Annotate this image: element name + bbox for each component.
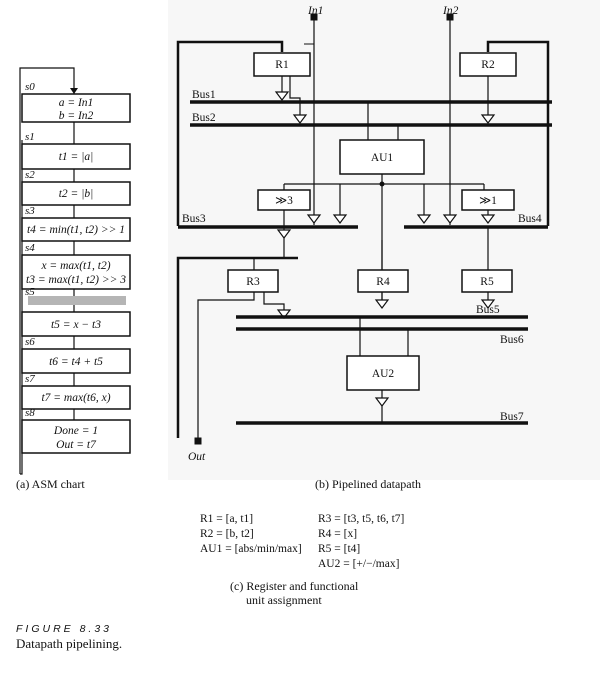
state-box-s5 [21,311,131,337]
bus-label: Bus3 [182,213,206,225]
state-label: s2 [25,169,35,181]
bus-label: Bus5 [476,304,500,316]
arith-unit-au2 [346,355,420,391]
state-line: t1 = |a| [59,151,94,163]
loop-back-line [19,67,75,474]
pipelined-datapath [168,0,600,480]
asm-caption: (a) ASM chart [16,477,85,491]
state-label: s5 [25,286,35,298]
assignment-block: R1 = [a, t1] R2 = [b, t2] AU1 = [abs/min… [200,513,404,607]
state-box-s7 [21,385,131,410]
state-box-s4 [21,254,131,290]
state-box-s8 [21,419,131,454]
assignment-caption: (c) Register and functional [230,579,359,593]
register-r5 [461,269,513,293]
state-s5-empty-highlight [28,296,126,305]
register-label: R3 [246,276,260,288]
register-label: R5 [480,276,494,288]
output-port [194,437,202,445]
assign-right-line: R5 = [t4] [318,543,360,555]
state-line: b = In2 [59,110,94,122]
state-box-s0 [21,93,131,123]
register-r3 [227,269,279,293]
datapath-labels: In1 In2 R1 R2 R3 R4 R5 AU1 AU2 ≫3 ≫1 Bus… [182,5,542,491]
state-line: t5 = x − t3 [51,319,101,331]
state-label: s6 [25,336,35,348]
arith-unit-au1 [339,139,425,175]
assign-right-line: AU2 = [+/−/max] [318,558,399,570]
state-label: s0 [25,81,35,93]
shifter-label: ≫3 [275,195,293,207]
bus-label: Bus2 [192,112,216,124]
state-label: s4 [25,242,35,254]
bus-label: Bus1 [192,89,216,101]
state-line: a = In1 [59,97,94,109]
figure-label: FIGURE 8.33 [16,623,112,635]
unit-label: AU2 [372,368,395,380]
assign-left-line: AU1 = [abs/min/max] [200,543,302,555]
state-box-s3 [21,217,131,242]
register-label: R1 [275,59,289,71]
register-r4 [357,269,409,293]
state-box-s6 [21,348,131,374]
assign-right-line: R3 = [t3, t5, t6, t7] [318,513,404,525]
state-box-s2 [21,181,131,206]
asm-chart: s0 s1 s2 s3 s4 s5 s6 s7 s8 a = In1 b = I… [16,67,131,491]
state-line: t4 = min(t1, t2) >> 1 [27,224,125,236]
input-in1-label: In1 [307,5,323,17]
output-label: Out [188,451,206,463]
assign-left-line: R2 = [b, t2] [200,528,254,540]
assign-left-line: R1 = [a, t1] [200,513,253,525]
assign-right-line: R4 = [x] [318,528,357,540]
state-label: s3 [25,205,35,217]
bus-label: Bus4 [518,213,542,225]
state-box-s1 [21,143,131,170]
state-line: Out = t7 [56,439,97,451]
unit-label: AU1 [371,152,394,164]
datapath-caption: (b) Pipelined datapath [315,477,421,491]
register-label: R2 [481,59,495,71]
assignment-caption: unit assignment [246,593,322,607]
state-line: Done = 1 [53,425,98,437]
state-line: t3 = max(t1, t2) >> 3 [26,274,126,286]
state-label: s7 [25,373,35,385]
state-label: s1 [25,131,35,143]
input-in2-label: In2 [442,5,459,17]
register-label: R4 [376,276,390,288]
state-line: t6 = t4 + t5 [49,356,103,368]
state-line: t2 = |b| [59,188,94,200]
shifter-label: ≫1 [479,195,497,207]
bus-label: Bus7 [500,411,524,423]
state-label: s8 [25,407,35,419]
state-line: t7 = max(t6, x) [41,392,110,404]
figure-title: Datapath pipelining. [16,636,122,651]
state-line: x = max(t1, t2) [40,260,110,272]
bus-label: Bus6 [500,334,524,346]
